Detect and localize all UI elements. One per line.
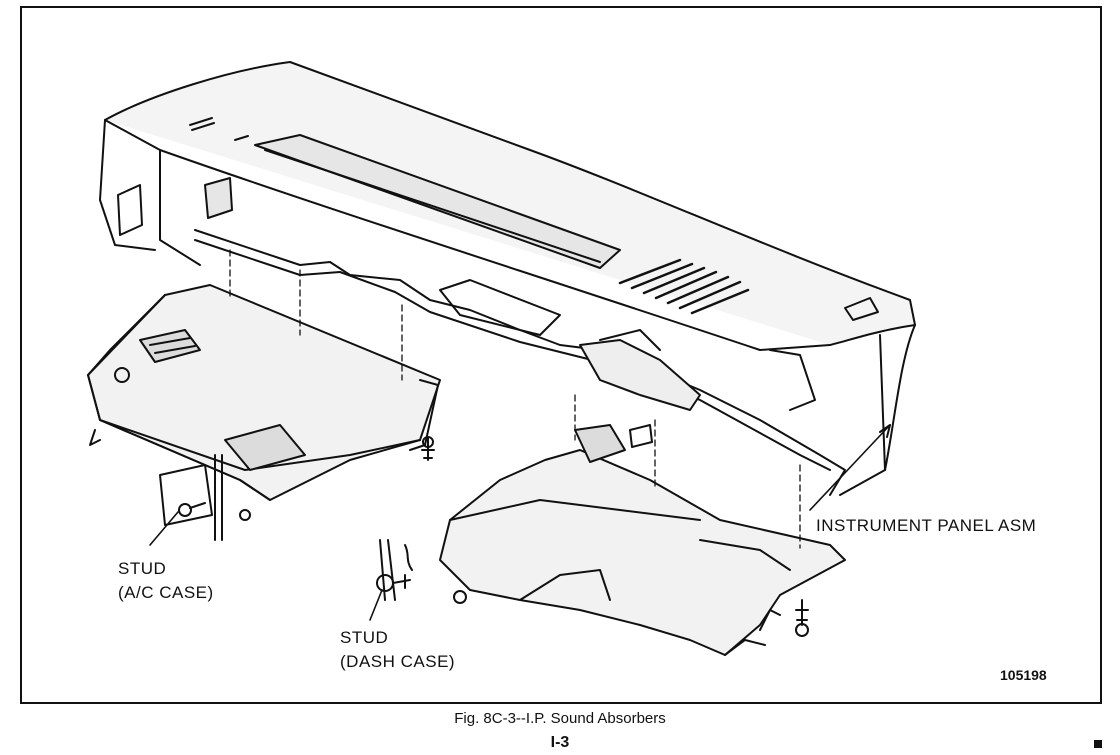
stud-ac-label-line2: (A/C CASE): [118, 583, 214, 602]
stud-dash-label-line1: STUD: [340, 628, 389, 647]
alignment-lines: [229, 249, 801, 549]
stud-fasteners: [159, 436, 809, 637]
right-sound-absorber: [439, 424, 846, 656]
stud-ac-label-line1: STUD: [118, 559, 167, 578]
figure-frame: [20, 6, 1102, 704]
instrument-panel-label: INSTRUMENT PANEL ASM: [816, 516, 1037, 535]
stud-dash-label-line2: (DASH CASE): [340, 652, 456, 671]
figure-number: 105198: [1000, 667, 1047, 683]
leader-lines: [149, 424, 891, 621]
left-sound-absorber: [87, 284, 441, 501]
page-number: I-3: [550, 734, 570, 751]
page-mark: [1094, 740, 1102, 748]
instrument-panel-assembly: [99, 61, 916, 496]
figure-caption: Fig. 8C-3--I.P. Sound Absorbers: [454, 710, 666, 727]
